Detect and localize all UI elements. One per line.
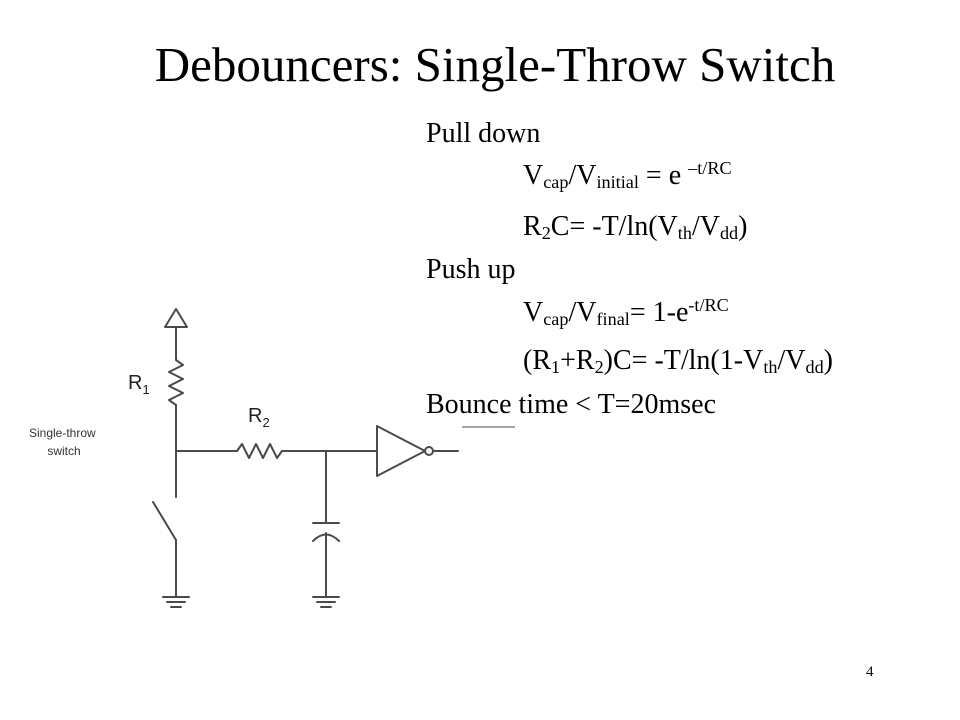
switch-label: Single-throw switch bbox=[29, 426, 99, 458]
push-up-heading: Push up bbox=[426, 254, 516, 285]
push-up-equation-ratio: Vcap/Vfinal= 1-e-t/RC bbox=[523, 295, 729, 329]
inverter-symbol bbox=[376, 425, 426, 477]
inverter-bubble bbox=[424, 446, 434, 456]
ground-symbol bbox=[312, 596, 340, 608]
r2-label: R2 bbox=[248, 405, 270, 430]
slide-title: Debouncers: Single-Throw Switch bbox=[154, 37, 836, 92]
page-number: 4 bbox=[866, 664, 874, 680]
pull-down-equation-rc: R2C= -T/ln(Vth/Vdd) bbox=[523, 211, 748, 243]
r1-label: R1 bbox=[128, 372, 150, 397]
r2-resistor-symbol bbox=[236, 443, 283, 459]
push-up-equation-rc: (R1+R2)C= -T/ln(1-Vth/Vdd) bbox=[523, 345, 833, 377]
pull-down-equation-ratio: Vcap/Vinitial = e –t/RC bbox=[523, 158, 732, 192]
pull-down-heading: Pull down bbox=[426, 118, 541, 149]
vdd-supply-symbol bbox=[164, 308, 188, 328]
r1-resistor-symbol bbox=[168, 359, 184, 406]
ground-symbol bbox=[162, 596, 190, 608]
switch-contact-line bbox=[152, 501, 177, 541]
bounce-time-text: Bounce time < T=20msec bbox=[426, 389, 717, 420]
